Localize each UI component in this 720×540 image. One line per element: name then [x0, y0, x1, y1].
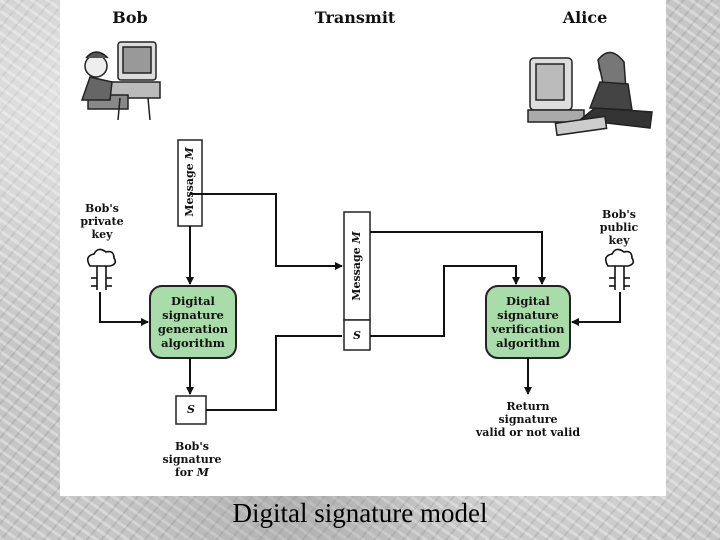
- header-transmit: Transmit: [314, 8, 396, 27]
- public-key-label: Bob's public key: [599, 208, 639, 247]
- bob-illustration: [80, 41, 161, 121]
- signature-symbol-transmit: S: [353, 329, 361, 342]
- header-alice: Alice: [562, 8, 608, 27]
- slide-caption: Digital signature model: [232, 498, 488, 528]
- verification-algorithm-label: Digital signature verification algorithm: [491, 294, 565, 350]
- alice-illustration: [527, 51, 653, 137]
- header-bob: Bob: [112, 8, 148, 27]
- message-label-bob: Message M: [183, 147, 196, 217]
- private-key-label: Bob's private key: [80, 202, 124, 241]
- diagram-canvas: [80, 41, 653, 425]
- generation-algorithm-label: Digital signature generation algorithm: [157, 294, 229, 350]
- signature-box-transmit: [343, 319, 371, 351]
- bob-signature-label: Bob's signature for M: [162, 440, 222, 479]
- bob-private-key-icon: [86, 248, 117, 290]
- signature-symbol-bob: S: [187, 403, 195, 416]
- message-label-transmit: Message M: [350, 231, 363, 301]
- flow-arrows: [99, 193, 621, 411]
- message-box-transmit: [343, 211, 371, 321]
- verification-result-label: Return signature valid or not valid: [475, 400, 581, 439]
- generation-algorithm-box: [149, 285, 237, 359]
- bob-public-key-icon: [604, 248, 635, 290]
- diagram-panel: Bob Transmit Alice Bob's private key Bob…: [60, 0, 666, 496]
